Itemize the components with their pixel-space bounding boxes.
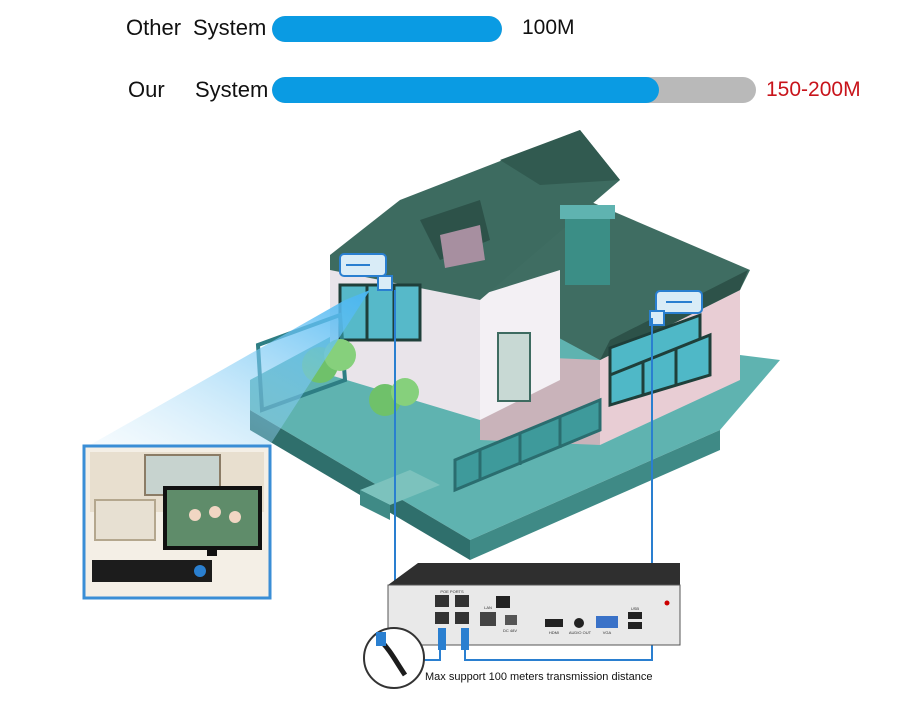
- transmission-caption: Max support 100 meters transmission dist…: [425, 671, 653, 683]
- nvr-port-labels: POE PORTS LAN DC 48V HDMI AUDIO OUT VGA USB: [440, 589, 639, 635]
- camera-icon: [649, 290, 703, 326]
- cable-icon: [363, 627, 425, 689]
- other-value: 100M: [522, 16, 575, 39]
- nvr-port-label: VGA: [603, 630, 612, 635]
- other-label-word2: System: [193, 15, 267, 40]
- house-main: [330, 130, 712, 420]
- ours-label-word2: System: [195, 77, 269, 102]
- camera-view-beam: [90, 290, 370, 445]
- other-bar: [272, 16, 502, 42]
- nvr-port-label: POE PORTS: [440, 589, 464, 594]
- house-illustration: POE PORTS LAN DC 48V HDMI AUDIO OUT VGA USB: [82, 130, 780, 689]
- other-label-word1: Other: [126, 15, 182, 40]
- camera-icon: [339, 253, 393, 291]
- porch-railing: [255, 312, 602, 520]
- ours-bar: [272, 77, 756, 103]
- nvr-port-label: HDMI: [549, 630, 559, 635]
- ours-label-word1: Our: [128, 77, 165, 102]
- nvr-port-label: LAN: [484, 605, 492, 610]
- ours-bar-fill: [272, 77, 660, 103]
- nvr-port-label: DC 48V: [503, 628, 517, 633]
- ours-value: 150-200M: [766, 78, 861, 101]
- nvr-port-label: USB: [631, 606, 640, 611]
- monitor-image: [82, 444, 272, 600]
- nvr-port-label: AUDIO OUT: [569, 630, 592, 635]
- nvr-device: [387, 563, 681, 650]
- other-bar-fill: [272, 16, 502, 42]
